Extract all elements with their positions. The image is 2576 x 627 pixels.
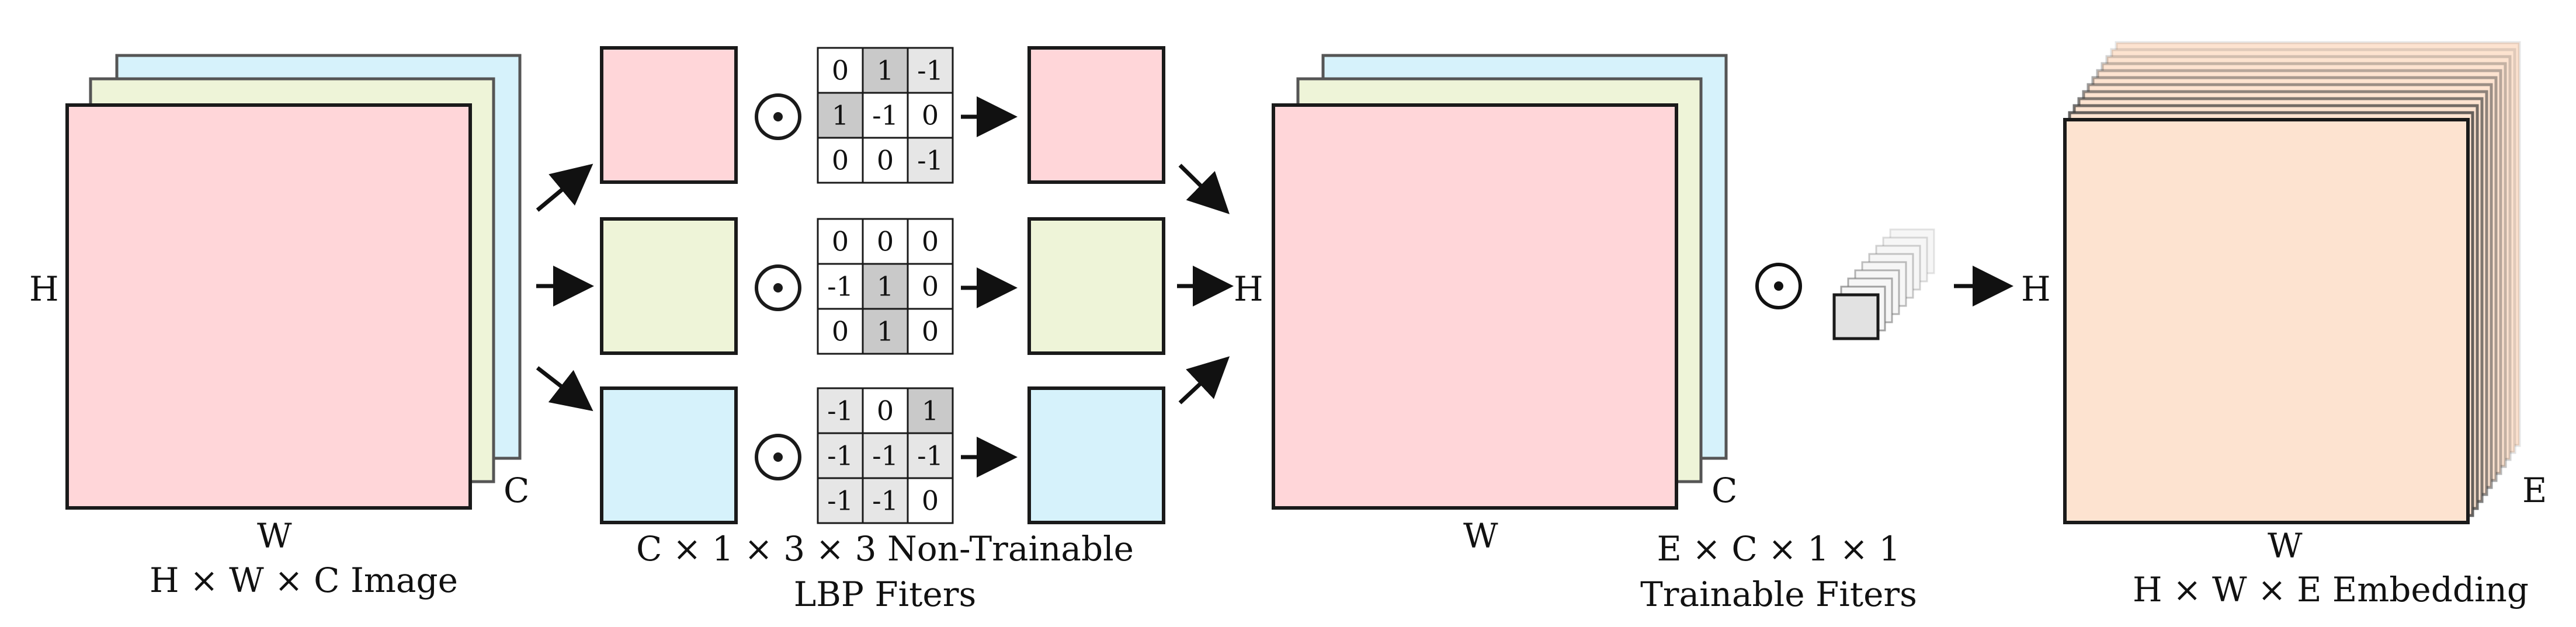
- lbp-cell-value: 0: [922, 226, 939, 257]
- lbp-cell: [817, 263, 864, 310]
- lbp-cell-value: 0: [832, 55, 849, 86]
- lbp-cell-value: -1: [872, 440, 898, 472]
- lbp-cell-value: 1: [877, 316, 894, 347]
- lbp-cell-value: -1: [827, 485, 853, 517]
- channel-pink-input: [600, 46, 738, 184]
- lbp-cell: [817, 308, 864, 355]
- lbp-cell-value: -1: [872, 485, 898, 517]
- channel-pink-output: [1027, 46, 1165, 184]
- lbp-cell-value: -1: [917, 440, 943, 472]
- lbp-cell-value: 1: [922, 395, 939, 427]
- input-caption: H × W × C Image: [150, 560, 458, 600]
- trainable-filter: [1832, 293, 1880, 340]
- input-image-stack: [65, 54, 522, 510]
- arrow-channel-3-to-stack: [1178, 356, 1230, 405]
- middle-channel-1: [1272, 103, 1678, 510]
- middle-c-label: C: [1711, 471, 1737, 510]
- lbp-caption-line1: C × 1 × 3 × 3 Non-Trainable: [636, 529, 1134, 569]
- output-embedding-front: [2063, 118, 2470, 524]
- lbp-cell: [907, 263, 954, 310]
- input-w-label: W: [257, 516, 292, 556]
- lbp-caption-line2: LBP Fiters: [794, 574, 977, 614]
- lbp-cell: [817, 477, 864, 524]
- lbp-cell-value: 0: [922, 271, 939, 302]
- lbp-cell-value: 1: [877, 55, 894, 86]
- arrow-input-to-channel-3: [536, 366, 593, 412]
- lbp-cell: [862, 308, 909, 355]
- trainable-caption-line2: Trainable Fiters: [1640, 574, 1917, 614]
- channel-blue-output: [1027, 386, 1165, 524]
- lbp-cell: [862, 137, 909, 184]
- lbp-cell: [817, 47, 864, 94]
- hadamard-dot: [1774, 281, 1783, 291]
- lbp-cell-value: 0: [922, 100, 939, 131]
- trainable-caption-line1: E × C × 1 × 1: [1657, 529, 1901, 569]
- input-h-label: H: [29, 269, 59, 309]
- hadamard-dot: [773, 452, 783, 462]
- input-c-label: C: [504, 471, 529, 510]
- channel-green-input: [600, 217, 738, 355]
- lbp-cell-value: 0: [832, 226, 849, 257]
- arrow-channel-1-to-stack: [1178, 163, 1230, 214]
- input-channel-1: [65, 103, 472, 510]
- lbp-cell: [907, 432, 954, 479]
- lbp-cell-value: 0: [832, 145, 849, 176]
- output-embedding-stack: [2063, 41, 2521, 524]
- lbp-cell-value: 0: [877, 226, 894, 257]
- trainable-hadamard-operator: [1755, 263, 1802, 309]
- lbp-cell-value: -1: [917, 145, 943, 176]
- lbp-cell: [907, 477, 954, 524]
- lbp-cell-value: -1: [917, 55, 943, 86]
- lbp-cell: [907, 218, 954, 265]
- middle-h-label: H: [1234, 269, 1263, 309]
- output-w-label: W: [2268, 526, 2303, 566]
- trainable-filter-stack: [1832, 228, 1935, 340]
- channel-green-output: [1027, 217, 1165, 355]
- output-caption: H × W × E Embedding: [2133, 570, 2529, 609]
- lbp-cell-value: 0: [832, 316, 849, 347]
- middle-feature-stack: [1272, 54, 1728, 510]
- hadamard-dot: [773, 283, 783, 292]
- channel-blue-input: [600, 386, 738, 524]
- arrow-input-to-channel-1: [536, 163, 593, 212]
- middle-w-label: W: [1463, 516, 1498, 556]
- lbp-cell: [907, 47, 954, 94]
- lbp-cell-value: 1: [877, 271, 894, 302]
- lbp-cell-value: 0: [877, 395, 894, 427]
- lbp-cell: [907, 308, 954, 355]
- lbp-cell-value: -1: [827, 271, 853, 302]
- lbp-cell: [907, 387, 954, 434]
- lbp-cell-value: 0: [922, 316, 939, 347]
- output-e-label: E: [2522, 471, 2547, 510]
- lbp-cell-value: 1: [832, 100, 849, 131]
- lbp-cell-value: -1: [827, 395, 853, 427]
- lbp-cell-value: 0: [922, 485, 939, 517]
- lbp-cell: [817, 92, 864, 139]
- hadamard-dot: [773, 112, 783, 121]
- lbp-cell-value: -1: [872, 100, 898, 131]
- output-h-label: H: [2021, 269, 2051, 309]
- lbp-cell: [907, 137, 954, 184]
- lbp-cell-value: 0: [877, 145, 894, 176]
- lbp-cell: [907, 92, 954, 139]
- lbp-cell-value: -1: [827, 440, 853, 472]
